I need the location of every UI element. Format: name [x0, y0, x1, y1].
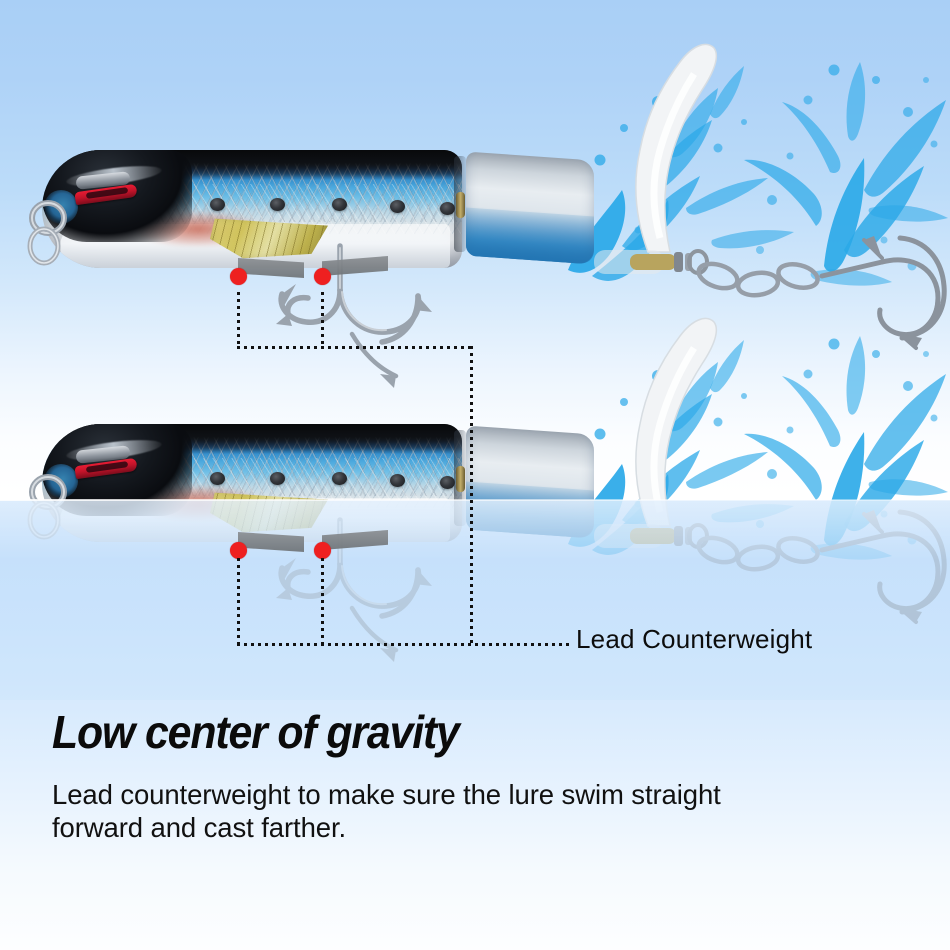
- weight-tag-rear-lower: [322, 530, 388, 550]
- callout-line-lower-front: [237, 558, 240, 646]
- page-title: Low center of gravity: [52, 706, 460, 758]
- split-ring-icon: [27, 200, 67, 266]
- rear-body-blue: [466, 207, 594, 265]
- swivel-icon: [594, 249, 709, 275]
- hinge-pin: [456, 192, 465, 218]
- lateral-dot: [210, 198, 225, 211]
- lateral-dot: [270, 472, 285, 485]
- weight-marker-rear-lower: [314, 542, 331, 559]
- upper-lure: [27, 43, 948, 388]
- tail-hardware: [594, 235, 947, 350]
- weight-marker-rear: [314, 268, 331, 285]
- weight-tag-front-lower: [238, 532, 304, 552]
- belly-treble-hook-icon: [276, 243, 432, 388]
- callout-line-lower-rear: [321, 558, 324, 646]
- lateral-dot: [390, 474, 405, 487]
- callout-line-lower-horizontal: [237, 643, 573, 646]
- callout-line-upper-horizontal: [237, 346, 473, 349]
- lateral-dot: [440, 476, 455, 489]
- weight-tag-front: [238, 258, 304, 278]
- soft-plastic-tail: [582, 38, 718, 253]
- weight-tag-rear: [322, 256, 388, 276]
- waterline: [0, 499, 950, 501]
- callout-label-lead-counterweight: Lead Counterweight: [576, 624, 813, 654]
- chain-links: [696, 261, 820, 298]
- weight-marker-front: [230, 268, 247, 285]
- lateral-dot: [390, 200, 405, 213]
- soft-plastic-tail: [582, 312, 718, 527]
- water-surface-sheen: [0, 500, 950, 560]
- hook-barbs: [864, 236, 922, 348]
- callout-line-upper-front: [237, 292, 240, 348]
- lateral-dot: [332, 198, 347, 211]
- lure-front-body: [42, 150, 462, 268]
- lateral-dot: [332, 472, 347, 485]
- weight-marker-front-lower: [230, 542, 247, 559]
- lateral-dot: [440, 202, 455, 215]
- callout-line-bridge: [470, 346, 473, 644]
- hinge-pin: [456, 466, 465, 492]
- callout-line-upper-rear: [321, 292, 324, 348]
- lateral-dot: [210, 472, 225, 485]
- water-splash-icon: [472, 40, 950, 370]
- page-description: Lead counterweight to make sure the lure…: [52, 779, 721, 843]
- lateral-dot: [270, 198, 285, 211]
